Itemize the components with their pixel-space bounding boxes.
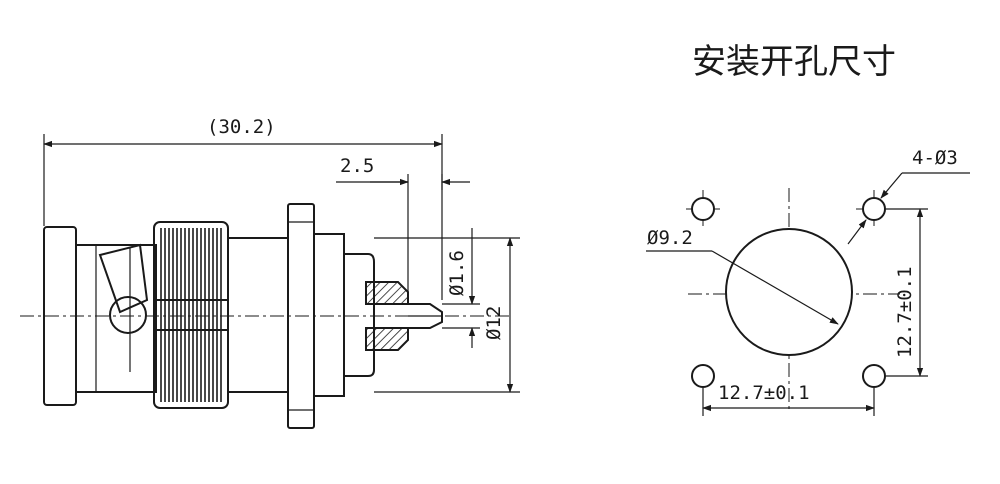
dim-center-hole: Ø9.2	[647, 227, 693, 249]
page-title: 安装开孔尺寸	[692, 42, 896, 82]
dim-pin-diameter: Ø1.6	[446, 250, 468, 296]
dim-hole-spacing-h: 12.7±0.1	[718, 382, 810, 404]
front-insulator	[343, 253, 375, 377]
knurl-texture	[160, 228, 222, 402]
dim-body-diameter: Ø12	[483, 306, 505, 340]
connector-side-view: (30.2) 2.5 Ø1.6 Ø12	[20, 116, 520, 429]
bayonet-slot	[98, 243, 149, 314]
dim-hole-spacing-v: 12.7±0.1	[894, 266, 916, 358]
bayonet-body	[75, 244, 157, 393]
contact-hatch-upper	[365, 281, 409, 305]
mount-hole-bottom-left	[691, 364, 715, 388]
mount-hole-bottom-right	[862, 364, 886, 388]
center-cutout-circle	[725, 228, 853, 356]
dim-pin-length: 2.5	[340, 155, 374, 177]
dim-mount-holes: 4-Ø3	[912, 147, 958, 169]
connector-middle-body	[227, 237, 289, 393]
contact-hatch-lower	[365, 327, 409, 351]
threaded-sleeve	[313, 233, 345, 397]
panel-cutout-view: Ø9.2 4-Ø3 12.7±0.1 12.7±0.1	[646, 147, 970, 416]
center-pin	[366, 303, 443, 329]
dim-center-hole-leader	[711, 250, 839, 325]
mount-hole-top-left	[691, 197, 715, 221]
bayonet-pin	[109, 296, 147, 334]
dim-mount-holes-leader	[880, 172, 903, 199]
mount-hole-top-right	[862, 197, 886, 221]
dim-overall-length: (30.2)	[207, 116, 276, 138]
